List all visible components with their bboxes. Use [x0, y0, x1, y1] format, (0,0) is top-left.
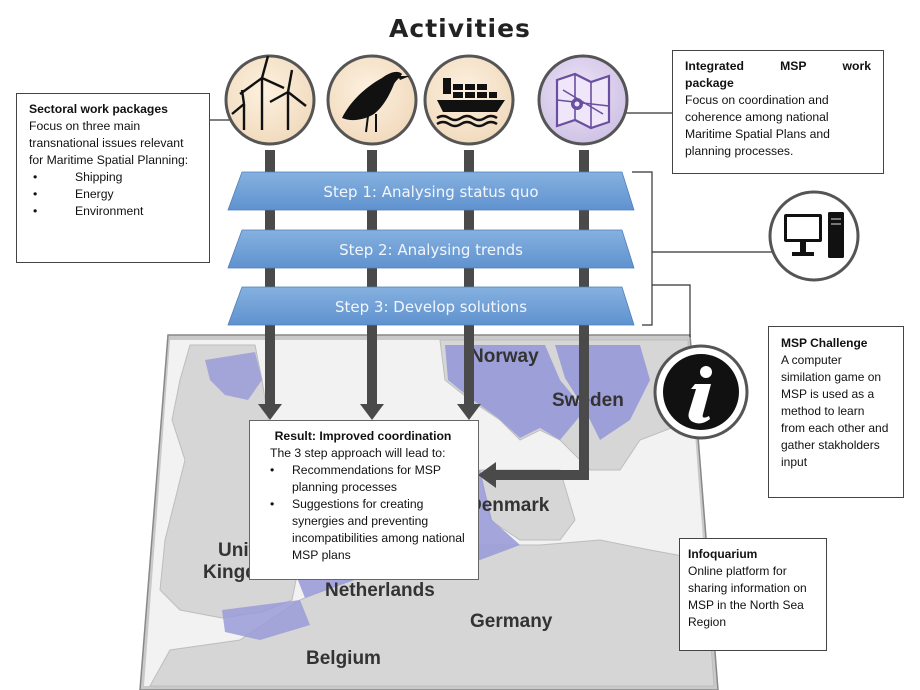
step-band-3 — [227, 286, 635, 326]
infoquarium-box: Infoquarium Online platform for sharing … — [679, 538, 827, 651]
map-icon — [537, 54, 629, 146]
result-list: Recommendations for MSP planning process… — [270, 462, 468, 564]
sectoral-item-energy: Energy — [29, 186, 197, 203]
sectoral-heading: Sectoral work packages — [29, 102, 168, 116]
integrated-text: Focus on coordination and coherence amon… — [685, 93, 830, 158]
result-item-recommendations: Recommendations for MSP planning process… — [270, 462, 468, 496]
step-band-1 — [227, 171, 635, 211]
seabird-icon — [326, 54, 418, 146]
step-label-2: Step 2: Analysing trends — [339, 241, 523, 259]
arrowheads — [258, 404, 496, 488]
result-box: Result: Improved coordination The 3 step… — [249, 420, 479, 580]
sectoral-work-packages-box: Sectoral work packages Focus on three ma… — [16, 93, 210, 263]
sectoral-item-environment: Environment — [29, 203, 197, 220]
shaft-environment — [367, 150, 377, 408]
step-label-3: Step 3: Develop solutions — [335, 298, 527, 316]
arrowhead-integrated — [478, 462, 496, 488]
sectoral-text: Focus on three main transnational issues… — [29, 119, 189, 167]
map-sea-zone-channel — [222, 600, 310, 640]
map-label-norway: Norway — [470, 346, 539, 367]
connector-map-corner — [652, 284, 691, 337]
msp-challenge-box: MSP Challenge A computer similation game… — [768, 326, 904, 498]
map-sea-zone-east — [555, 345, 650, 440]
result-item-suggestions: Suggestions for creating synergies and p… — [270, 496, 468, 564]
info-icon — [653, 344, 749, 440]
step-label-1: Step 1: Analysing status quo — [323, 183, 538, 201]
connector-lines — [210, 112, 772, 337]
arrowhead-environment — [360, 404, 384, 420]
sectoral-list: Shipping Energy Environment — [29, 169, 197, 220]
infoquarium-text: Online platform for sharing information … — [688, 564, 807, 629]
challenge-heading: MSP Challenge — [781, 336, 868, 350]
map-label-germany: Germany — [470, 611, 553, 632]
shaft-integrated-horizontal — [492, 470, 589, 480]
result-intro: The 3 step approach will lead to: — [270, 446, 446, 460]
map-label-netherlands: Netherlands — [325, 580, 435, 601]
result-heading: Result: Improved coordination — [274, 429, 452, 443]
steps-bracket — [632, 171, 653, 326]
integrated-msp-box: Integrated MSP work package Focus on coo… — [672, 50, 884, 174]
map-label-denmark: Denmark — [468, 495, 550, 516]
integrated-heading-line2: package — [685, 76, 734, 90]
map-label-belgium: Belgium — [306, 648, 381, 669]
challenge-text: A computer similation game on MSP is use… — [781, 353, 889, 469]
shaft-energy — [265, 150, 275, 408]
sectoral-item-shipping: Shipping — [29, 169, 197, 186]
computer-icon — [768, 190, 860, 282]
step-bands: Step 1: Analysing status quo Step 2: Ana… — [227, 171, 635, 326]
map-sea-zone-uk — [205, 352, 262, 400]
integrated-heading-line1: Integrated MSP work — [685, 59, 871, 73]
shaft-shipping — [464, 150, 474, 408]
map-sea-zone-north — [445, 345, 585, 440]
wind-turbine-icon — [224, 54, 316, 146]
infoquarium-heading: Infoquarium — [688, 547, 758, 561]
step-band-2 — [227, 229, 635, 269]
arrowhead-shipping — [457, 404, 481, 420]
arrowhead-energy — [258, 404, 282, 420]
page-title: Activities — [389, 14, 531, 43]
cargo-ship-icon — [423, 54, 515, 146]
